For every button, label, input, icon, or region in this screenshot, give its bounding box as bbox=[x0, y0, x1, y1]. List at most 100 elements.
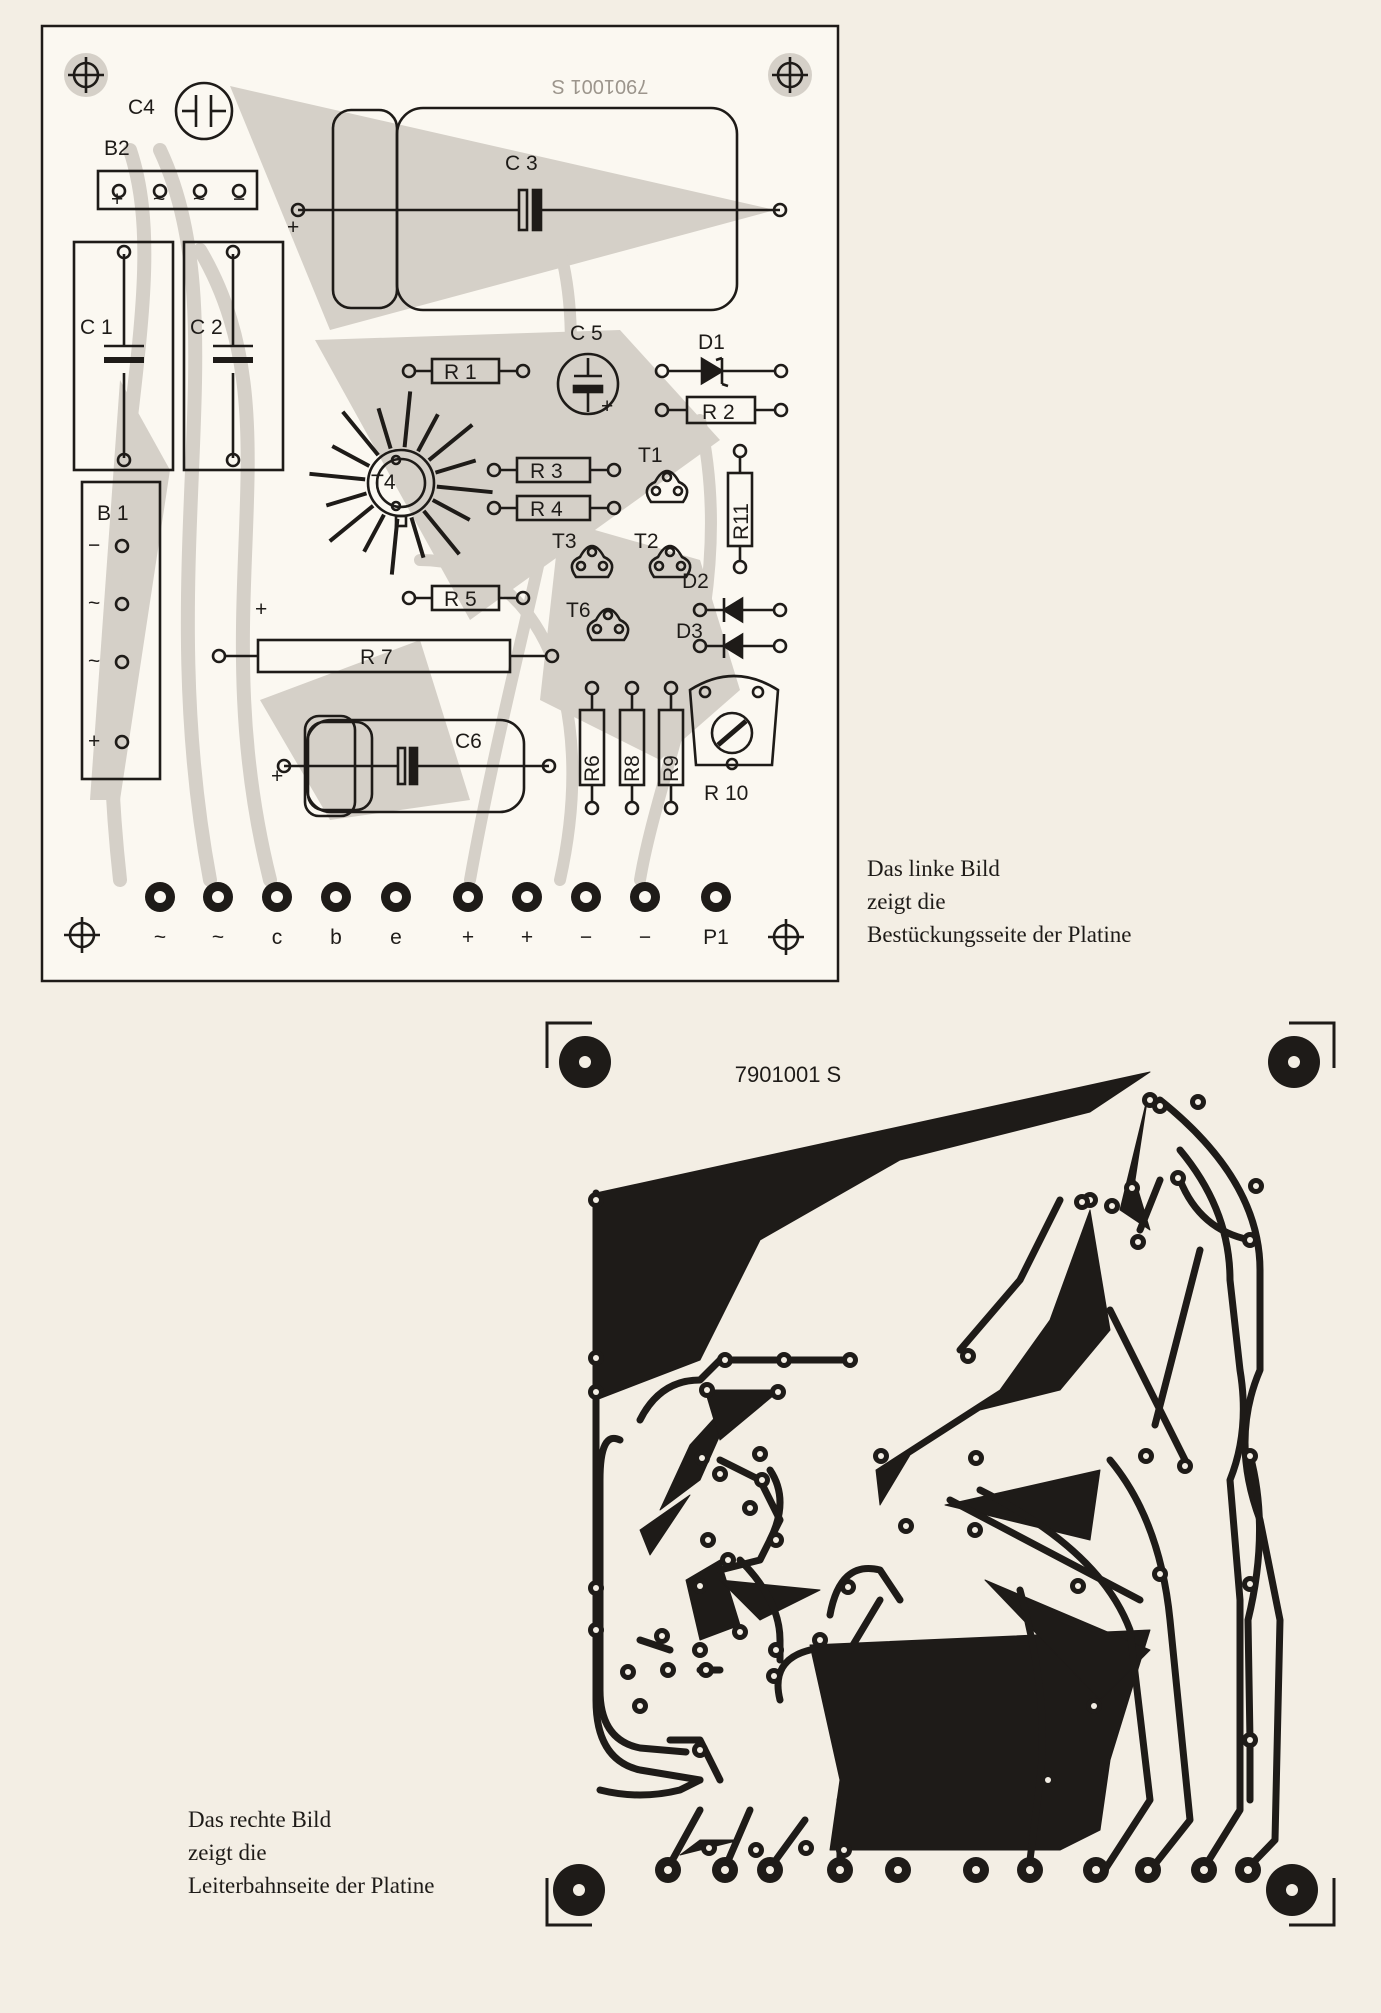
b1-bridge-outline bbox=[80, 480, 162, 781]
copper-pad-hole bbox=[845, 1584, 851, 1590]
copper-pad-hole bbox=[1247, 1237, 1253, 1243]
copper-pad-hole bbox=[665, 1667, 671, 1673]
c1-capacitor bbox=[72, 240, 175, 472]
c3-capacitor bbox=[290, 106, 788, 312]
corner-brackets bbox=[545, 1021, 1336, 1927]
copper-pad-hole bbox=[593, 1355, 599, 1361]
copper-terminal-pad-hole bbox=[664, 1866, 672, 1874]
heatsink-fin bbox=[328, 504, 375, 543]
terminal-label-6: + bbox=[462, 926, 474, 949]
heatsink-fin bbox=[431, 498, 471, 522]
b1-pads bbox=[114, 538, 130, 750]
label-c6: C6 bbox=[455, 730, 482, 753]
b2-bridge-outline bbox=[96, 169, 259, 211]
heatsink-fin bbox=[341, 410, 380, 457]
copper-pad-hole bbox=[593, 1627, 599, 1633]
copper-pad-hole bbox=[1091, 1703, 1097, 1709]
label-r11: R11 bbox=[730, 503, 753, 540]
label-d1: D1 bbox=[698, 331, 725, 354]
copper-pad-hole bbox=[753, 1847, 759, 1853]
copper-pad-hole bbox=[1157, 1103, 1163, 1109]
c2-capacitor bbox=[182, 240, 285, 472]
c4-capacitor bbox=[174, 81, 234, 141]
copper-pad-hole bbox=[659, 1633, 665, 1639]
copper-terminal-pad-hole bbox=[1244, 1866, 1252, 1874]
copper-terminal-pad-hole bbox=[1200, 1866, 1208, 1874]
r10-trimmer bbox=[688, 674, 780, 771]
copper-terminal-pad-hole bbox=[836, 1866, 844, 1874]
label-r6: R6 bbox=[581, 755, 604, 782]
terminal-pad-hole bbox=[462, 891, 474, 903]
copper-pad-hole bbox=[1135, 1239, 1141, 1245]
copper-pad-hole bbox=[697, 1583, 703, 1589]
terminal-label-9: − bbox=[639, 926, 651, 949]
copper-pad-hole bbox=[625, 1669, 631, 1675]
terminal-pad-hole bbox=[710, 891, 722, 903]
heatsink-fin bbox=[436, 484, 493, 495]
copper-pad-hole bbox=[965, 1353, 971, 1359]
c5-capacitor bbox=[556, 352, 620, 416]
label-r7: R 7 bbox=[360, 646, 393, 669]
label-r5: R 5 bbox=[444, 588, 477, 611]
d2-diode bbox=[692, 596, 788, 624]
component-side-board: 7901001 S C4 B2 + ~ ~ − C 3 + bbox=[40, 24, 840, 983]
mount-mark-tl bbox=[64, 53, 108, 97]
heatsink-fin bbox=[376, 407, 393, 450]
terminal-pad-hole bbox=[271, 891, 283, 903]
copper-pad-hole bbox=[759, 1477, 765, 1483]
copper-pad-hole bbox=[847, 1357, 853, 1363]
copper-pad-hole bbox=[1175, 1175, 1181, 1181]
copper-pad-hole bbox=[1157, 1571, 1163, 1577]
caption-copper-side: Das rechte Bild zeigt die Leiterbahnseit… bbox=[188, 1803, 435, 1902]
caption-line: Leiterbahnseite der Platine bbox=[188, 1873, 435, 1898]
terminal-label-4: b bbox=[330, 926, 342, 949]
copper-pad-hole bbox=[781, 1357, 787, 1363]
r6-resistor bbox=[578, 680, 606, 816]
copper-pad-hole bbox=[1247, 1453, 1253, 1459]
board-code: 7901001 S bbox=[735, 1062, 841, 1087]
d1-diode bbox=[654, 356, 789, 388]
copper-pad-hole bbox=[725, 1557, 731, 1563]
copper-pad-hole bbox=[697, 1747, 703, 1753]
copper-pad-hole bbox=[747, 1505, 753, 1511]
heatsink-fin bbox=[402, 391, 413, 448]
r5-resistor bbox=[401, 584, 531, 612]
copper-tracks bbox=[592, 1096, 1284, 1872]
copper-pad-hole bbox=[697, 1647, 703, 1653]
copper-pad-hole bbox=[803, 1845, 809, 1851]
copper-pad-hole bbox=[1182, 1463, 1188, 1469]
r11-resistor bbox=[726, 443, 754, 575]
terminal-pad-hole bbox=[580, 891, 592, 903]
terminal-label-1: ~ bbox=[154, 926, 166, 949]
copper-pad-hole bbox=[878, 1453, 884, 1459]
b1-pin-1: − bbox=[88, 534, 100, 557]
mount-mark-tr bbox=[768, 53, 812, 97]
label-r3: R 3 bbox=[530, 460, 563, 483]
heatsink-fin bbox=[389, 518, 400, 575]
label-r9: R9 bbox=[660, 755, 683, 782]
label-d2: D2 bbox=[682, 570, 709, 593]
copper-pad-hole bbox=[637, 1703, 643, 1709]
b2-pin-4: − bbox=[233, 188, 245, 211]
t6-transistor bbox=[586, 607, 630, 642]
copper-pad-hole bbox=[1247, 1737, 1253, 1743]
b2-pin-3: ~ bbox=[193, 188, 205, 211]
copper-pad-hole bbox=[703, 1667, 709, 1673]
copper-pad-hole bbox=[737, 1629, 743, 1635]
r2-resistor bbox=[654, 395, 789, 425]
b2-pin-1: + bbox=[111, 188, 123, 211]
r9-resistor bbox=[657, 680, 685, 816]
terminal-pad-hole bbox=[212, 891, 224, 903]
copper-pad-hole bbox=[593, 1197, 599, 1203]
corner-marks bbox=[64, 53, 812, 955]
heatsink-fin bbox=[427, 423, 474, 462]
r7-resistor bbox=[211, 638, 560, 674]
terminal-label-3: c bbox=[272, 926, 283, 949]
r4-resistor bbox=[486, 494, 622, 522]
r1-resistor bbox=[401, 357, 531, 385]
r8-resistor bbox=[618, 680, 646, 816]
b1-pin-2: ~ bbox=[88, 592, 100, 615]
t1-transistor bbox=[645, 469, 689, 504]
copper-pad-hole bbox=[1143, 1453, 1149, 1459]
